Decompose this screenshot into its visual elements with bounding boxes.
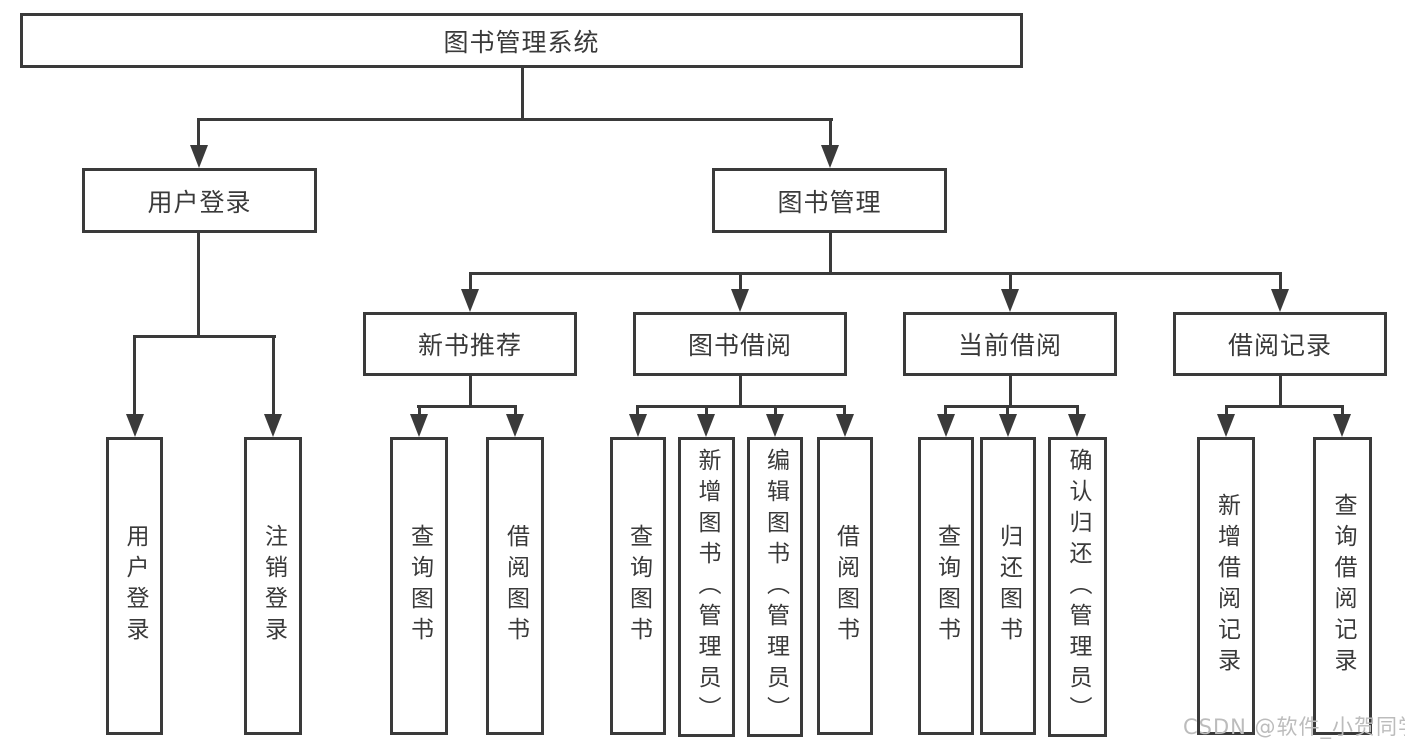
leaf-borrowing-edit-books-admin: 编辑图书（管理员） bbox=[747, 437, 803, 737]
connector-vline bbox=[197, 233, 200, 338]
connector-stem bbox=[705, 405, 708, 417]
connector-stem bbox=[739, 272, 742, 292]
arrowhead-down-icon bbox=[264, 414, 282, 437]
node-label: 确认归还（管理员） bbox=[1065, 447, 1091, 727]
connector-stem bbox=[469, 272, 472, 292]
node-label: 新书推荐 bbox=[417, 331, 522, 360]
node-label: 注销登录 bbox=[260, 524, 287, 648]
connector-stem bbox=[418, 405, 421, 417]
arrowhead-down-icon bbox=[836, 414, 854, 437]
connector-hline bbox=[133, 335, 276, 338]
node-label: 查询图书 bbox=[933, 524, 960, 648]
node-label: 新增图书（管理员） bbox=[694, 447, 720, 727]
connector-stem bbox=[944, 405, 947, 417]
arrowhead-down-icon bbox=[1068, 414, 1086, 437]
arrowhead-down-icon bbox=[999, 414, 1017, 437]
node-label: 借阅记录 bbox=[1227, 331, 1332, 360]
connector-stem bbox=[1009, 272, 1012, 292]
connector-vline bbox=[469, 376, 472, 408]
node-label: 新增借阅记录 bbox=[1213, 493, 1240, 679]
node-new-book-recommend: 新书推荐 bbox=[363, 312, 577, 376]
connector-vline bbox=[739, 376, 742, 408]
arrowhead-down-icon bbox=[731, 289, 749, 312]
connector-stem bbox=[636, 405, 639, 417]
connector-stem bbox=[1006, 405, 1009, 417]
node-label: 用户登录 bbox=[122, 524, 148, 648]
connector-stem bbox=[1225, 405, 1228, 417]
arrowhead-down-icon bbox=[821, 145, 839, 168]
connector-hline bbox=[944, 405, 1079, 408]
node-label: 查询图书 bbox=[406, 524, 433, 648]
node-current-borrowing: 当前借阅 bbox=[903, 312, 1117, 376]
node-borrowing-records: 借阅记录 bbox=[1173, 312, 1387, 376]
leaf-borrowing-add-books-admin: 新增图书（管理员） bbox=[678, 437, 735, 737]
connector-vline bbox=[1009, 376, 1012, 408]
connector-stem bbox=[829, 118, 832, 148]
connector-stem bbox=[133, 335, 136, 416]
connector-hline bbox=[417, 405, 517, 408]
connector-stem bbox=[272, 335, 275, 416]
node-user-login: 用户登录 bbox=[82, 168, 317, 233]
arrowhead-down-icon bbox=[506, 414, 524, 437]
connector-stem bbox=[1279, 272, 1282, 292]
node-label: 借阅图书 bbox=[832, 524, 859, 648]
connector-stem bbox=[197, 118, 200, 148]
connector-stem bbox=[843, 405, 846, 417]
leaf-logout: 注销登录 bbox=[244, 437, 302, 735]
leaf-recommend-borrow-books: 借阅图书 bbox=[486, 437, 544, 735]
leaf-current-confirm-return-admin: 确认归还（管理员） bbox=[1048, 437, 1107, 737]
node-label: 借阅图书 bbox=[502, 524, 529, 648]
arrowhead-down-icon bbox=[697, 414, 715, 437]
arrowhead-down-icon bbox=[766, 414, 784, 437]
node-label: 当前借阅 bbox=[957, 331, 1062, 360]
connector-stem bbox=[514, 405, 517, 417]
leaf-records-add-record: 新增借阅记录 bbox=[1197, 437, 1255, 735]
arrowhead-down-icon bbox=[1333, 414, 1351, 437]
node-label: 归还图书 bbox=[995, 524, 1022, 648]
arrowhead-down-icon bbox=[1217, 414, 1235, 437]
node-book-borrowing: 图书借阅 bbox=[633, 312, 847, 376]
node-label: 图书管理 bbox=[777, 187, 882, 217]
leaf-borrowing-query-books: 查询图书 bbox=[610, 437, 666, 735]
arrowhead-down-icon bbox=[1271, 289, 1289, 312]
leaf-current-query-books: 查询图书 bbox=[918, 437, 974, 735]
node-label: 编辑图书（管理员） bbox=[762, 447, 789, 727]
arrowhead-down-icon bbox=[461, 289, 479, 312]
leaf-borrowing-borrow-books: 借阅图书 bbox=[817, 437, 873, 735]
connector-vline bbox=[1279, 376, 1282, 408]
arrowhead-down-icon bbox=[126, 414, 144, 437]
connector-hline bbox=[197, 118, 833, 121]
leaf-current-return-books: 归还图书 bbox=[980, 437, 1036, 735]
node-label: 图书借阅 bbox=[687, 331, 792, 360]
arrowhead-down-icon bbox=[1001, 289, 1019, 312]
leaf-recommend-query-books: 查询图书 bbox=[390, 437, 448, 735]
arrowhead-down-icon bbox=[629, 414, 647, 437]
arrowhead-down-icon bbox=[937, 414, 955, 437]
node-root: 图书管理系统 bbox=[20, 13, 1023, 68]
arrowhead-down-icon bbox=[190, 145, 208, 168]
connector-hline bbox=[636, 405, 846, 408]
connector-vline bbox=[521, 68, 524, 121]
connector-hline bbox=[469, 272, 1282, 275]
node-label: 用户登录 bbox=[147, 187, 252, 217]
leaf-records-query-record: 查询借阅记录 bbox=[1313, 437, 1372, 735]
connector-stem bbox=[774, 405, 777, 417]
node-label: 查询借阅记录 bbox=[1330, 493, 1356, 679]
node-label: 图书管理系统 bbox=[443, 27, 600, 57]
leaf-user-login: 用户登录 bbox=[106, 437, 163, 735]
arrowhead-down-icon bbox=[410, 414, 428, 437]
csdn-watermark: CSDN @软件_小贺同学 bbox=[1183, 715, 1405, 739]
connector-stem bbox=[1076, 405, 1079, 417]
connector-vline bbox=[829, 233, 832, 275]
connector-stem bbox=[1341, 405, 1344, 417]
node-label: 查询图书 bbox=[625, 524, 652, 648]
connector-hline bbox=[1225, 405, 1344, 408]
node-book-management: 图书管理 bbox=[712, 168, 947, 233]
